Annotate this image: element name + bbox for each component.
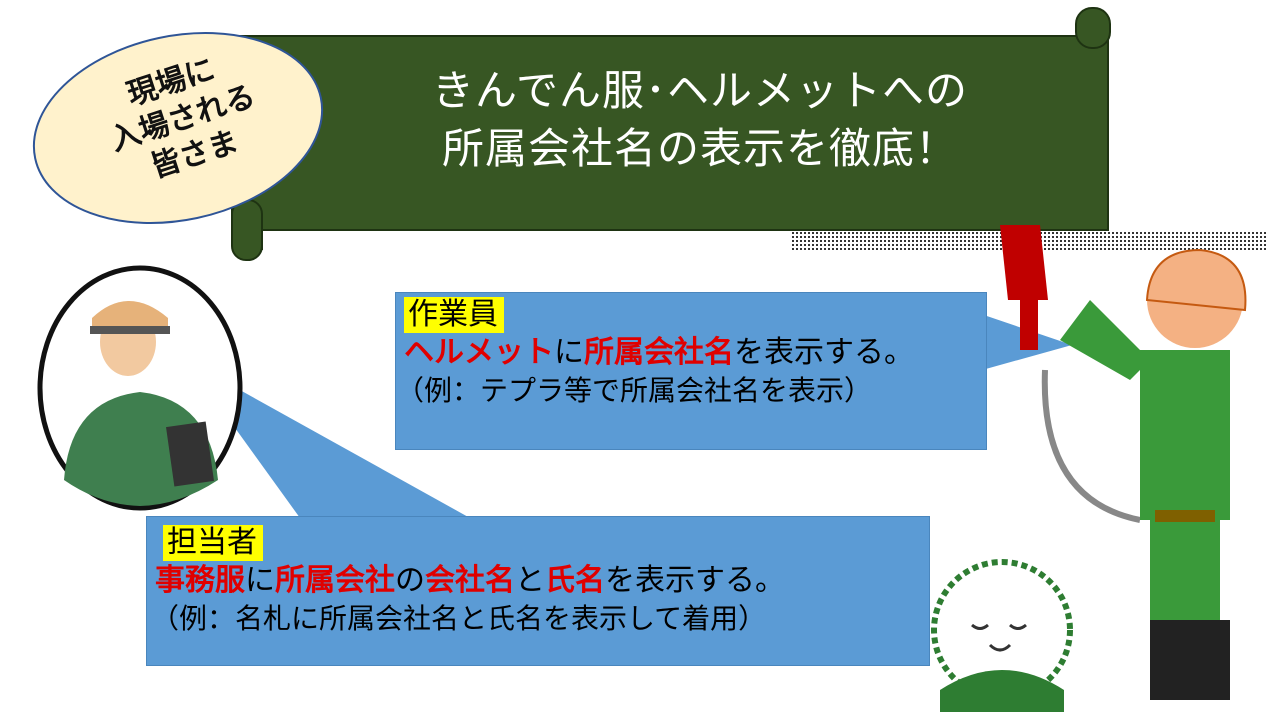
manager-example-line: （例：名札に所属会社名と氏名を表示して着用） <box>151 602 767 635</box>
banner-line-1: きんでん服･ヘルメットへの <box>432 66 968 115</box>
banner-title: きんでん服･ヘルメットへの 所属会社名の表示を徹底！ <box>330 62 1070 178</box>
company-name-text: 所属会社名 <box>584 335 734 370</box>
worker-example-line: （例：テプラ等で所属会社名を表示） <box>396 374 873 407</box>
worker-label: 作業員 <box>404 297 504 333</box>
helmet-text: ヘルメット <box>404 335 554 370</box>
worker-instruction-box: 作業員 ヘルメットに所属会社名を表示する。 （例：テプラ等で所属会社名を表示） <box>395 292 987 450</box>
manager-instruction-line: 事務服に所属会社の会社名と氏名を表示する。 <box>155 563 785 598</box>
worker-figure <box>1000 225 1247 700</box>
manager-portrait <box>37 265 243 511</box>
audience-oval <box>32 32 324 224</box>
scroll-banner <box>231 7 1111 261</box>
manager-bubble-tail <box>186 360 470 518</box>
mascot <box>931 559 1073 712</box>
manager-label: 担当者 <box>163 525 263 561</box>
banner-line-2: 所属会社名の表示を徹底！ <box>441 124 958 173</box>
manager-instruction-box: 担当者 事務服に所属会社の会社名と氏名を表示する。 （例：名札に所属会社名と氏名… <box>146 516 930 666</box>
worker-instruction-line: ヘルメットに所属会社名を表示する。 <box>404 335 914 370</box>
